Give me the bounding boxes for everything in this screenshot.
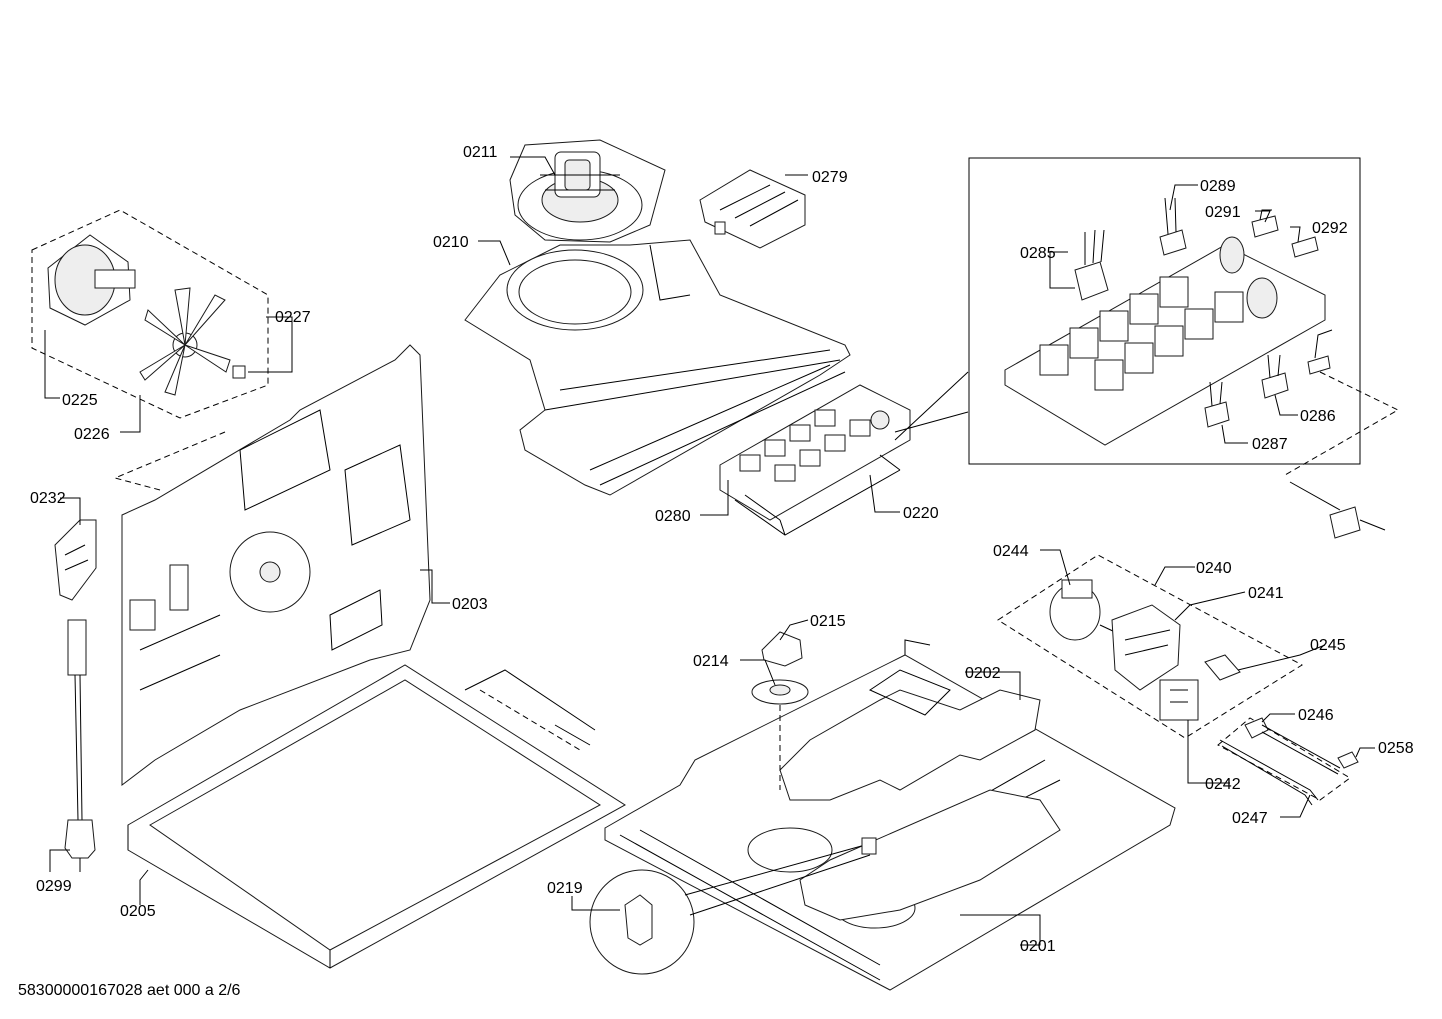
label-0291: 0291 — [1205, 204, 1241, 221]
label-0287: 0287 — [1252, 436, 1288, 453]
label-0245: 0245 — [1310, 637, 1346, 654]
part-0203-rear-panel — [121, 344, 431, 787]
label-0225: 0225 — [62, 392, 98, 409]
label-0286: 0286 — [1300, 408, 1336, 425]
kit-0240-outline — [997, 554, 1303, 739]
detail-sensor — [1289, 481, 1386, 539]
label-0220: 0220 — [903, 505, 939, 522]
part-labels: 0211 0279 0210 0289 0291 0292 0285 0227 … — [30, 144, 1414, 955]
part-0242-relay — [1159, 679, 1199, 721]
kit-0225-outline — [31, 209, 269, 419]
detail-connectors — [1074, 197, 1333, 428]
part-0220-pcb-bracket — [734, 454, 901, 536]
label-0289: 0289 — [1200, 178, 1236, 195]
label-0292: 0292 — [1312, 220, 1348, 237]
part-0244-timer-motor — [1049, 579, 1116, 641]
part-0211-fan-motor — [509, 139, 666, 243]
part-0232-door-lock — [54, 519, 97, 601]
part-0247-hinge-rod — [1219, 739, 1319, 806]
part-0227-nut — [232, 365, 246, 379]
part-0279-connector-block — [699, 169, 806, 249]
label-0246: 0246 — [1298, 707, 1334, 724]
label-0226: 0226 — [74, 426, 110, 443]
label-0219: 0219 — [547, 880, 583, 897]
drawing-reference-footer: 58300000167028 aet 000 a 2/6 — [18, 982, 241, 999]
label-0227: 0227 — [275, 309, 311, 326]
label-0215: 0215 — [810, 613, 846, 630]
label-0202: 0202 — [965, 665, 1001, 682]
part-0280-control-pcb — [719, 384, 911, 521]
detail-leader-dashes — [1284, 371, 1400, 476]
part-0205-base-tray — [127, 664, 626, 969]
label-0240: 0240 — [1196, 560, 1232, 577]
label-0232: 0232 — [30, 490, 66, 507]
label-0299: 0299 — [36, 878, 72, 895]
part-0201-bottom-pan — [604, 639, 1176, 991]
label-0247: 0247 — [1232, 810, 1268, 827]
label-0205: 0205 — [120, 903, 156, 920]
detail-frame — [968, 157, 1361, 465]
part-0258-clip — [1337, 751, 1359, 769]
detail-pcb — [1004, 236, 1326, 446]
label-0285: 0285 — [1020, 245, 1056, 262]
part-0225-convection-motor — [47, 234, 136, 326]
part-0299-power-cord — [64, 619, 96, 872]
part-0241-selector-switch — [1111, 604, 1181, 691]
label-0214: 0214 — [693, 653, 729, 670]
label-0244: 0244 — [993, 543, 1029, 560]
part-0219-thermostat-detail — [589, 837, 877, 975]
label-0242: 0242 — [1205, 776, 1241, 793]
part-0214-clamp — [751, 679, 809, 705]
part-0246-sensor-rod — [1244, 717, 1341, 775]
label-0279: 0279 — [812, 169, 848, 186]
leader-lines — [44, 156, 1375, 946]
detail-pointer — [894, 371, 969, 441]
label-0203: 0203 — [452, 596, 488, 613]
part-0245-lamp-socket — [1204, 654, 1241, 681]
label-0201: 0201 — [1020, 938, 1056, 955]
label-0280: 0280 — [655, 508, 691, 525]
kit-0246-outline — [1217, 717, 1351, 801]
label-0241: 0241 — [1248, 585, 1284, 602]
part-0226-fan-blade — [139, 287, 231, 396]
part-0202-heater — [779, 669, 1061, 921]
label-0258: 0258 — [1378, 740, 1414, 757]
label-0211: 0211 — [463, 144, 498, 161]
label-0210: 0210 — [433, 234, 469, 251]
part-0210-fan-housing — [464, 239, 851, 496]
